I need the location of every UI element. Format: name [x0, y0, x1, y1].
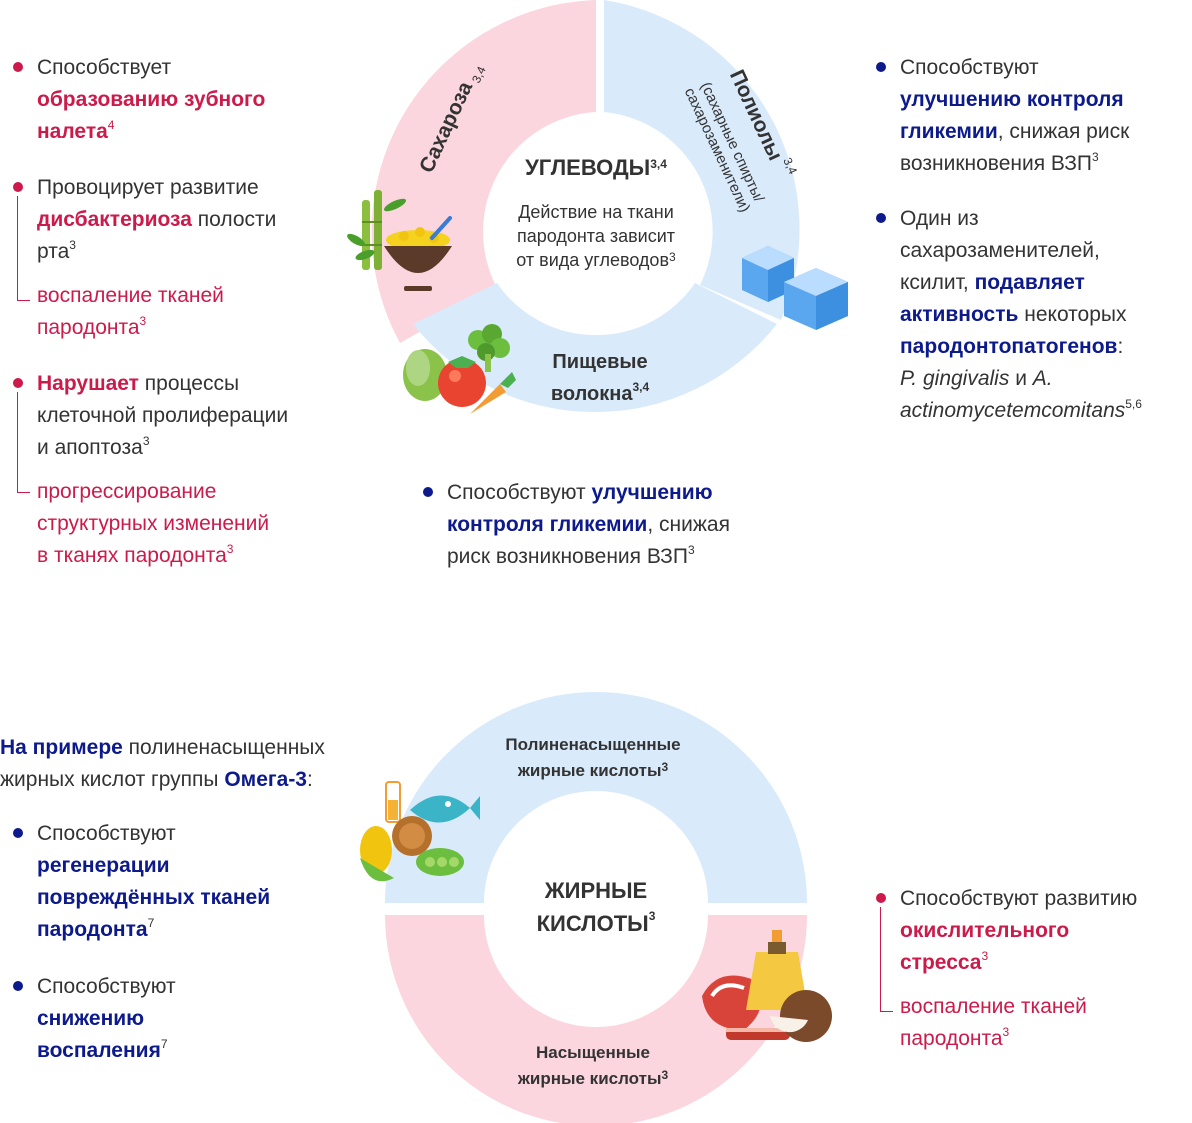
- fats-intro: На примере полиненасыщенных жирных кисло…: [0, 736, 325, 791]
- bullet-dot: [13, 62, 23, 72]
- svg-text:3,4: 3,4: [469, 64, 489, 85]
- result-bracket: [17, 196, 30, 301]
- fats-right-item: Способствуют развитию окислительного стр…: [900, 887, 1138, 1050]
- bullet-dot: [13, 828, 23, 838]
- carbs-center-title: УГЛЕВОДЫ3,4: [525, 155, 667, 180]
- fats-ring-diagram: [360, 692, 832, 1123]
- bullet-dot: [876, 62, 886, 72]
- fats-center-title: ЖИРНЫЕ КИСЛОТЫ3: [536, 878, 656, 936]
- svg-text:3,4: 3,4: [780, 155, 800, 176]
- bullet-dot: [13, 182, 23, 192]
- carbs-right-item-2: Один из сахарозаменителей, ксилит, подав…: [900, 207, 1142, 422]
- bullet-dot: [876, 213, 886, 223]
- sugar-cubes-icon: [742, 246, 848, 330]
- bamboo-rice-bowl-icon: [347, 190, 452, 291]
- result-bracket: [880, 907, 893, 1012]
- bullet-dot: [423, 487, 433, 497]
- fats-left-item-1: Способствуют регенерации повреждённых тк…: [37, 822, 271, 941]
- segment-pufa-label: Полиненасыщенные жирные кислоты3: [505, 735, 681, 780]
- carbs-ring-diagram: Сахароза 3,4 Полиолы 3,4 (сахарные спирт…: [347, 0, 848, 414]
- segment-sfa: [385, 915, 807, 1123]
- segment-sfa-label: Насыщенные жирные кислоты3: [517, 1043, 669, 1088]
- fats-left-item-2: Способствуют снижению воспаления7: [37, 975, 176, 1062]
- bullet-dot: [13, 378, 23, 388]
- saturated-fats-icon: [702, 930, 832, 1042]
- segment-fiber: [413, 283, 777, 413]
- vegetables-icon: [403, 324, 516, 414]
- bullet-dot: [876, 893, 886, 903]
- segment-fiber-label: Пищевые волокна3,4: [550, 351, 650, 405]
- bullet-dot: [13, 981, 23, 991]
- carbs-left-item-3: Нарушает процессы клеточной пролиферации…: [37, 372, 289, 567]
- segment-pufa: [385, 692, 807, 903]
- omega3-foods-icon: [360, 781, 480, 882]
- segment-polyols: [604, 0, 800, 320]
- carbs-center-text: Действие на ткани пародонта зависит от в…: [516, 202, 676, 270]
- carbs-left-item-2: Провоцирует развитие дисбактериоза полос…: [37, 176, 277, 339]
- carbs-left-item-1: Способствует образованию зубного налета4: [37, 56, 266, 143]
- carbs-right-item-1: Способствуют улучшению контроля гликемии…: [900, 56, 1130, 175]
- result-bracket: [17, 392, 30, 493]
- carbs-bottom-item: Способствуют улучшению контроля гликемии…: [447, 481, 730, 568]
